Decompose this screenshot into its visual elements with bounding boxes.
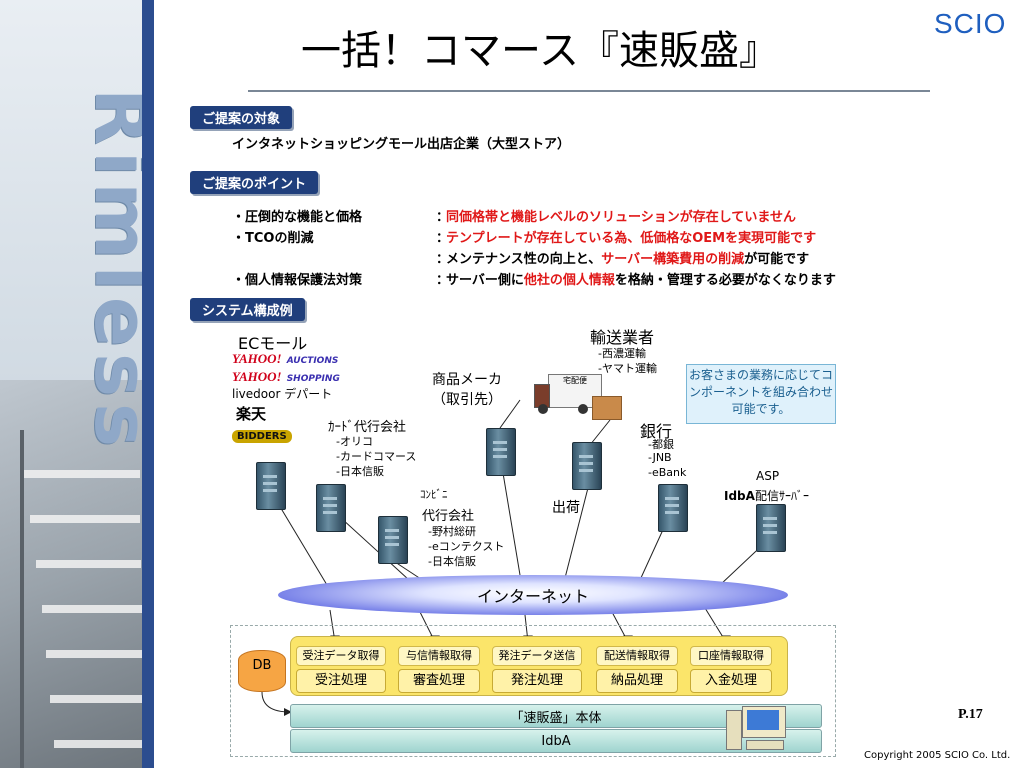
tag-proposal-target: ご提案の対象 bbox=[190, 106, 293, 129]
copyright: Copyright 2005 SCIO Co. Ltd. bbox=[864, 750, 1011, 761]
tag-proposal-points: ご提案のポイント bbox=[190, 171, 319, 194]
point-4-value: サーバー側に他社の個人情報を格納・管理する必要がなくなります bbox=[446, 273, 836, 288]
label-account-fetch: 口座情報取得 bbox=[690, 646, 772, 666]
point-2-value: テンプレートが存在している為、低価格なOEMを実現可能です bbox=[446, 231, 817, 246]
bidders-logo: BIDDERS bbox=[232, 430, 292, 443]
internet-cloud: インターネット bbox=[278, 575, 788, 615]
module-payment-processing[interactable]: 入金処理 bbox=[690, 669, 772, 693]
label-delivery-fetch: 配送情報取得 bbox=[596, 646, 678, 666]
module-purchase-processing[interactable]: 発注処理 bbox=[492, 669, 582, 693]
label-order-send: 発注データ送信 bbox=[492, 646, 582, 666]
point-1-label: ・圧倒的な機能と価格 bbox=[232, 210, 363, 225]
point-3-value: メンテナンス性の向上と、サーバー構築費用の削減が可能です bbox=[446, 252, 810, 267]
ec-mall-title: ECモール bbox=[238, 334, 308, 353]
card-item-3: -日本信販 bbox=[336, 465, 384, 478]
page-title: 一括！コマース『速販盛』 bbox=[301, 28, 779, 74]
brand-logo: SCIO bbox=[934, 8, 1007, 39]
point-3-colon: ： bbox=[436, 252, 450, 267]
conv-title-2: 代行会社 bbox=[422, 509, 475, 524]
maker-title: 商品メーカ bbox=[432, 372, 502, 388]
point-1-colon: ： bbox=[436, 210, 450, 225]
server-icon bbox=[316, 484, 346, 532]
server-icon bbox=[572, 442, 602, 490]
component-note: お客さまの業務に応じてコンポーネントを組み合わせ可能です。 bbox=[686, 364, 836, 424]
conv-item-3: -日本信販 bbox=[428, 555, 476, 568]
server-icon bbox=[486, 428, 516, 476]
point-4-label: ・個人情報保護法対策 bbox=[232, 273, 363, 288]
bank-title: 銀行 bbox=[640, 422, 673, 441]
server-icon bbox=[256, 462, 286, 510]
asp-sub: IdbA配信ｻｰﾊﾞｰ bbox=[724, 489, 809, 503]
label-order-fetch: 受注データ取得 bbox=[296, 646, 386, 666]
module-delivery-processing[interactable]: 納品処理 bbox=[596, 669, 678, 693]
module-review-processing[interactable]: 審査処理 bbox=[398, 669, 480, 693]
internet-label: インターネット bbox=[476, 587, 589, 606]
proposal-target-text: インタネットショッピングモール出店企業（大型ストア） bbox=[232, 137, 571, 152]
module-order-processing[interactable]: 受注処理 bbox=[296, 669, 386, 693]
sidebar-accent-bar bbox=[142, 0, 154, 768]
server-icon bbox=[756, 504, 786, 552]
bank-item-1: -都銀 bbox=[648, 438, 674, 451]
shipping-label: 出荷 bbox=[552, 500, 580, 516]
sidebar-word: Rimless bbox=[78, 88, 152, 454]
title-underline bbox=[248, 90, 930, 92]
livedoor-logo: livedoor デパート bbox=[232, 387, 333, 401]
yahoo-shopping-logo: YAHOO! SHOPPING bbox=[232, 369, 340, 384]
maker-sub: （取引先） bbox=[432, 392, 502, 408]
system-frame bbox=[230, 625, 836, 757]
bank-item-3: -eBank bbox=[648, 466, 687, 479]
card-company-title: ｶｰﾄﾞ代行会社 bbox=[328, 420, 407, 435]
sidebar-photo-band: Rimless bbox=[0, 0, 152, 768]
rakuten-logo: 楽天 bbox=[236, 405, 267, 423]
carrier-item-2: -ヤマト運輸 bbox=[598, 362, 657, 375]
computer-icon bbox=[724, 704, 790, 754]
card-item-1: -オリコ bbox=[336, 435, 373, 448]
point-2-colon: ： bbox=[436, 231, 450, 246]
point-2-label: ・TCOの削減 bbox=[232, 231, 314, 246]
card-item-2: -カードコマース bbox=[336, 450, 417, 463]
server-icon bbox=[658, 484, 688, 532]
point-1-value: 同価格帯と機能レベルのソリューションが存在していません bbox=[446, 210, 796, 225]
server-icon bbox=[378, 516, 408, 564]
conv-item-1: -野村総研 bbox=[428, 525, 476, 538]
carrier-item-1: -西濃運輸 bbox=[598, 347, 646, 360]
asp-title: ASP bbox=[756, 469, 780, 483]
conv-title-1: ｺﾝﾋﾞﾆ bbox=[420, 488, 448, 501]
conv-item-2: -eコンテクスト bbox=[428, 540, 505, 553]
yahoo-auctions-logo: YAHOO! AUCTIONS bbox=[232, 351, 339, 366]
delivery-truck-icon: 宅配便 bbox=[534, 372, 624, 424]
database-icon: DB bbox=[238, 650, 286, 692]
bank-item-2: -JNB bbox=[648, 451, 672, 464]
carrier-title: 輸送業者 bbox=[590, 328, 655, 347]
label-credit-fetch: 与信情報取得 bbox=[398, 646, 480, 666]
point-4-colon: ： bbox=[436, 273, 450, 288]
tag-system-example: システム構成例 bbox=[190, 298, 305, 321]
page-number: P.17 bbox=[958, 707, 983, 722]
